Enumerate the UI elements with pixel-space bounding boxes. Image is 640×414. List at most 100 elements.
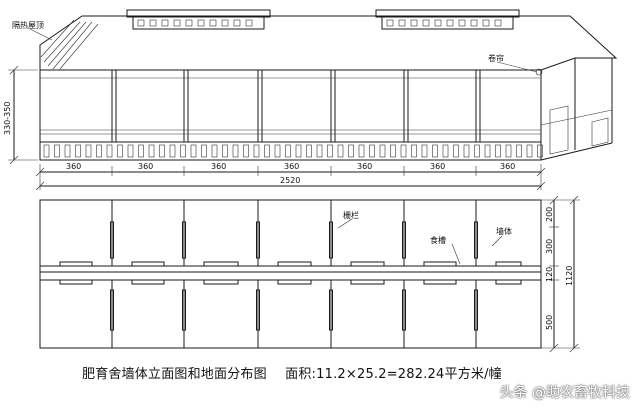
roof-outline (39, 15, 618, 71)
base-block (159, 144, 165, 158)
base-block (232, 144, 239, 158)
base-block (180, 144, 186, 158)
fence-bar (256, 289, 260, 331)
total-length-dim: 2520 (280, 176, 300, 185)
fence-bar (402, 221, 406, 259)
label-height-range: 330-350 (3, 102, 12, 135)
trough-top (423, 261, 457, 267)
label-curtain: 卷帘 (488, 53, 504, 63)
base-block (54, 144, 60, 158)
trough-top (203, 261, 239, 267)
caption: 肥育舍墙体立面图和地面分布图 面积:11.2×25.2=282.24平方米/幢 (82, 363, 516, 382)
base-block (306, 144, 312, 158)
base-block (64, 144, 71, 158)
base-block (222, 144, 228, 158)
base-block (537, 144, 543, 158)
trough-bottom (277, 279, 312, 285)
feed-troughs (59, 261, 522, 285)
base-block (169, 144, 176, 158)
trough-top (277, 261, 312, 267)
roof-leader (29, 28, 53, 41)
label-wall: 墙体 (496, 226, 512, 236)
fence-bar (474, 289, 478, 331)
base-block (127, 144, 134, 158)
curtain-leader (496, 61, 538, 73)
base-block (379, 144, 386, 158)
base-block (243, 144, 249, 158)
wall-leader (491, 235, 503, 247)
base-block (253, 144, 260, 158)
base-block (463, 144, 470, 158)
plan-dim-total: 1120 (565, 266, 574, 286)
trough-bottom (203, 279, 239, 285)
base-block (516, 144, 522, 158)
base-block (400, 144, 407, 158)
wall-columns (111, 70, 481, 142)
gable-end (540, 58, 613, 161)
ridge-vent-right (375, 9, 520, 30)
base-block (505, 144, 512, 158)
base-block (327, 144, 333, 158)
fence-bar (402, 289, 406, 331)
bay-dim-1: 360 (66, 162, 81, 171)
base-block (285, 144, 291, 158)
plan-dim-500: 500 (545, 315, 554, 330)
elevation-view (8, 9, 618, 191)
bay-dimensions (35, 164, 546, 191)
base-block (390, 144, 396, 158)
fence-bar (256, 221, 260, 259)
bay-dim-5: 360 (357, 162, 372, 171)
trough-top (495, 261, 522, 267)
bay-dim-4: 360 (284, 162, 299, 171)
bay-dim-7: 360 (500, 162, 515, 171)
base-block (474, 144, 480, 158)
trough-bottom (423, 279, 457, 285)
base-block (274, 144, 281, 158)
base-block (148, 144, 155, 158)
label-fence: 栅栏 (343, 210, 359, 220)
watermark: 头条 @助农畜牧科技 (499, 385, 630, 401)
base-block (442, 144, 449, 158)
base-block (316, 144, 323, 158)
trough-top (59, 261, 93, 267)
caption-title: 肥育舍墙体立面图和地面分布图 (82, 367, 267, 382)
plan-dim-120: 120 (545, 267, 554, 282)
base-block (190, 144, 197, 158)
base-block (75, 144, 81, 158)
label-feed-trough: 食槽 (430, 235, 446, 245)
height-dimension (8, 65, 38, 165)
base-block (117, 144, 123, 158)
trough-bottom (350, 279, 385, 285)
curtain-roll (535, 68, 543, 76)
pen-dividers (110, 200, 478, 348)
base-block (526, 144, 533, 158)
bay-dim-6: 360 (430, 162, 445, 171)
ridge-vent-left (126, 9, 271, 30)
roof-hatching (40, 19, 99, 70)
base-block (369, 144, 375, 158)
base-block (138, 144, 144, 158)
base-block (348, 144, 354, 158)
wall-outline (39, 69, 542, 161)
fence-bar (329, 289, 333, 331)
base-block (453, 144, 459, 158)
base-block (411, 144, 417, 158)
plan-view (39, 195, 580, 353)
base-block (85, 144, 92, 158)
bay-dim-2: 360 (138, 162, 153, 171)
trough-leader (451, 243, 461, 265)
plan-outline (39, 199, 542, 349)
trough-bottom (495, 279, 522, 285)
fence-bar (110, 289, 114, 331)
base-block (201, 144, 207, 158)
label-insulated-roof: 隔热屋顶 (12, 20, 44, 30)
trough-top (350, 261, 385, 267)
base-block (484, 144, 491, 158)
base-block (43, 144, 50, 158)
trough-bottom (131, 279, 165, 285)
base-block (432, 144, 438, 158)
fence-bar (329, 221, 333, 259)
trough-top (131, 261, 165, 267)
